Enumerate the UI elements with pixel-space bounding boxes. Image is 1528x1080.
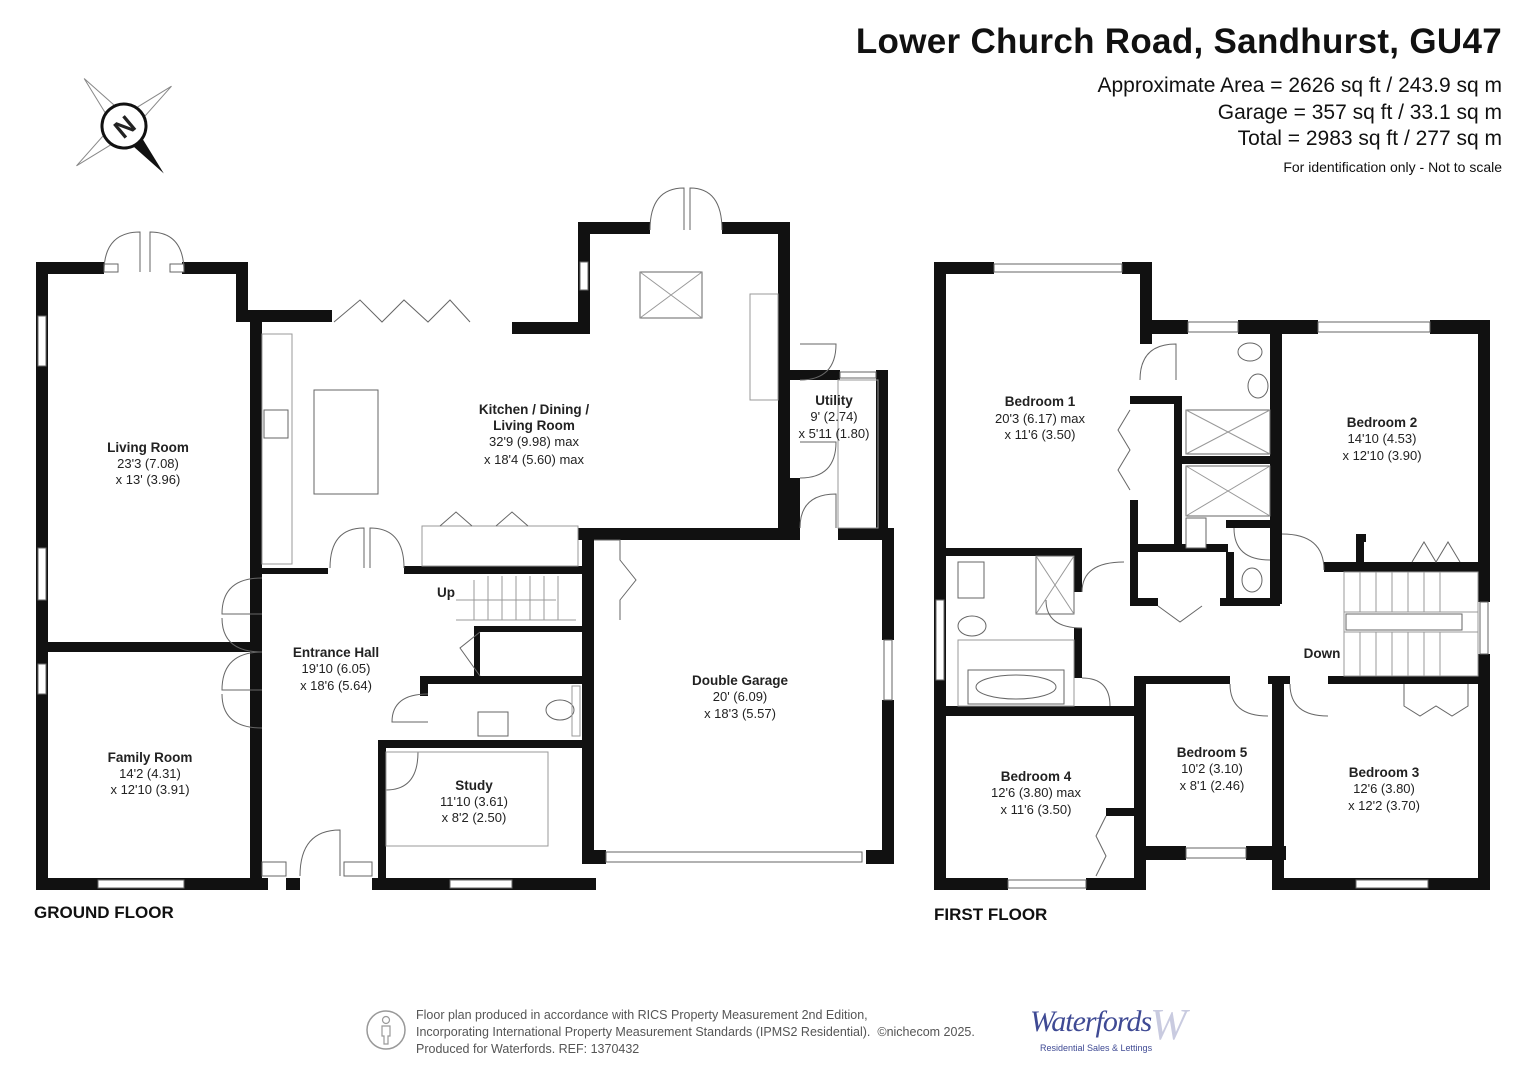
family-room-name: Family Room (108, 750, 193, 765)
kitchen-dim1: 32'9 (9.98) max (489, 434, 579, 449)
living-room-dim2: x 13' (3.96) (116, 472, 181, 487)
compass-icon (76, 78, 172, 174)
approximate-area: Approximate Area = 2626 sq ft / 243.9 sq… (1097, 74, 1503, 97)
footer-line1: Floor plan produced in accordance with R… (416, 1008, 868, 1022)
study-dim1: 11'10 (3.61) (440, 794, 508, 809)
living-room-name: Living Room (107, 440, 189, 455)
first-floor-walls (934, 262, 1490, 890)
footer-line2-row: Incorporating International Property Mea… (416, 1024, 975, 1041)
footer-line2: Incorporating International Property Mea… (416, 1025, 871, 1039)
bedroom4-dim2: x 11'6 (3.50) (1001, 802, 1072, 817)
entrance-hall-dim1: 19'10 (6.05) (302, 661, 371, 676)
study-dim2: x 8'2 (2.50) (442, 810, 507, 825)
person-icon (366, 1010, 406, 1050)
family-room-dim2: x 12'10 (3.91) (110, 782, 189, 797)
bedroom1-name: Bedroom 1 (1005, 394, 1076, 409)
first-floor-windows (935, 263, 1489, 889)
bedroom4-name: Bedroom 4 (1001, 769, 1072, 784)
scale-note: For identification only - Not to scale (1283, 159, 1502, 175)
ground-floor-label: GROUND FLOOR (34, 903, 174, 922)
living-room-dim1: 23'3 (7.08) (117, 456, 179, 471)
kitchen-name-line1: Kitchen / Dining / (479, 402, 589, 417)
entrance-hall-name: Entrance Hall (293, 645, 379, 660)
utility-dim2: x 5'11 (1.80) (799, 426, 870, 441)
family-room-dim1: 14'2 (4.31) (119, 766, 181, 781)
bedroom3-dim2: x 12'2 (3.70) (1348, 798, 1420, 813)
kitchen-dim2: x 18'4 (5.60) max (484, 452, 585, 467)
footer-copyright: ©nichecom 2025. (877, 1025, 975, 1039)
ground-floor-windows (37, 261, 893, 889)
first-floor-label: FIRST FLOOR (934, 905, 1048, 924)
garage-name: Double Garage (692, 673, 789, 688)
logo-mark: W (1150, 1000, 1187, 1049)
bedroom5-name: Bedroom 5 (1177, 745, 1248, 760)
footer-text: Floor plan produced in accordance with R… (416, 1007, 975, 1058)
garage-area: Garage = 357 sq ft / 33.1 sq m (1217, 101, 1502, 124)
first-floor-fixtures (957, 342, 1479, 877)
total-area: Total = 2983 sq ft / 277 sq m (1237, 127, 1502, 150)
garage-dim2: x 18'3 (5.57) (704, 706, 776, 721)
bedroom5-dim1: 10'2 (3.10) (1181, 761, 1243, 776)
bedroom4-dim1: 12'6 (3.80) max (991, 785, 1081, 800)
bedroom2-dim1: 14'10 (4.53) (1348, 431, 1417, 446)
bedroom1-dim1: 20'3 (6.17) max (995, 411, 1085, 426)
bedroom1-dim2: x 11'6 (3.50) (1005, 427, 1076, 442)
kitchen-name-line2: Living Room (493, 418, 575, 433)
logo-tagline: Residential Sales & Lettings (1040, 1043, 1153, 1053)
footer-line3: Produced for Waterfords. REF: 1370432 (416, 1042, 640, 1056)
bedroom5-dim2: x 8'1 (2.46) (1180, 778, 1245, 793)
ground-floor-fixtures (103, 187, 879, 877)
bedroom3-name: Bedroom 3 (1349, 765, 1420, 780)
waterfords-logo: W Waterfords Residential Sales & Letting… (1030, 1000, 1187, 1053)
stairs-up-label: Up (437, 585, 455, 600)
bedroom2-name: Bedroom 2 (1347, 415, 1418, 430)
utility-dim1: 9' (2.74) (810, 409, 857, 424)
garage-dim1: 20' (6.09) (713, 689, 768, 704)
entrance-hall-dim2: x 18'6 (5.64) (300, 678, 372, 693)
bedroom2-dim2: x 12'10 (3.90) (1342, 448, 1421, 463)
bedroom3-dim1: 12'6 (3.80) (1353, 781, 1415, 796)
stairs-down-label: Down (1304, 646, 1341, 661)
logo-name: Waterfords (1030, 1005, 1152, 1038)
plan-title: Lower Church Road, Sandhurst, GU47 (855, 22, 1502, 61)
utility-name: Utility (815, 393, 853, 408)
study-name: Study (455, 778, 493, 793)
